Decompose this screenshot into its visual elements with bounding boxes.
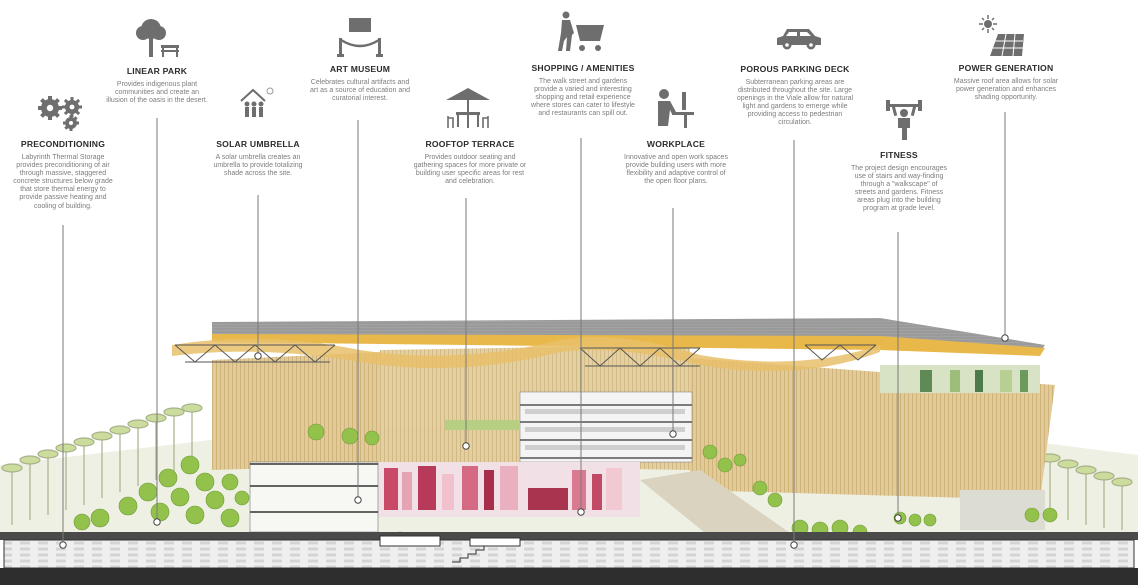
- desk-worker-icon: [658, 89, 694, 128]
- palm-trees-right: [1039, 453, 1133, 530]
- callout-title: ART MUSEUM: [329, 64, 391, 74]
- green-window-bands: [920, 370, 1028, 392]
- tree-bench-icon: [136, 19, 179, 57]
- callout-description: The walk street and gardens provide a va…: [531, 78, 635, 118]
- callout-description: Massive roof area allows for solar power…: [953, 78, 1059, 102]
- weightlifter-icon: [886, 100, 922, 140]
- callout-linear-park: LINEAR PARK Provides indigenous plant co…: [104, 66, 210, 105]
- leader-dot-parking: [790, 541, 798, 549]
- solar-umbrella-roof: [212, 318, 1045, 352]
- callout-rooftop-terrace: ROOFTOP TERRACE Provides outdoor seating…: [412, 139, 528, 186]
- roof-undulating-canopy: [172, 337, 880, 372]
- callout-preconditioning: PRECONDITIONING Labyrinth Thermal Storag…: [8, 139, 118, 211]
- terrace-green-strip: [445, 420, 520, 430]
- callout-title: POROUS PARKING DECK: [740, 64, 850, 74]
- callout-title: LINEAR PARK: [126, 66, 188, 76]
- callout-title: PRECONDITIONING: [20, 139, 106, 149]
- parking-openings: [379, 535, 521, 547]
- shade-people-icon: [240, 87, 274, 117]
- foundation: [0, 568, 1138, 585]
- stairs: [452, 545, 492, 563]
- callout-description: The project design encourages use of sta…: [850, 165, 948, 213]
- callout-shopping: SHOPPING / AMENITIES The walk street and…: [527, 63, 639, 118]
- leader-dot-preconditioning: [59, 541, 67, 549]
- walk-street: [640, 470, 800, 545]
- callout-description: Subterranean parking areas are distribut…: [736, 79, 854, 127]
- callout-fitness: FITNESS The project design encourages us…: [850, 150, 948, 214]
- callout-title: FITNESS: [880, 150, 918, 160]
- callout-title: SHOPPING / AMENITIES: [531, 63, 635, 73]
- leader-dot-rooftop-terrace: [462, 442, 470, 450]
- leader-dot-art-museum: [354, 496, 362, 504]
- callout-title: ROOFTOP TERRACE: [425, 139, 515, 149]
- callout-title: WORKPLACE: [646, 139, 706, 149]
- callout-art-museum: ART MUSEUM Celebrates cultural artifacts…: [308, 64, 412, 103]
- callout-description: Labyrinth Thermal Storage provides preco…: [13, 154, 113, 210]
- leader-dot-fitness: [894, 514, 902, 522]
- callout-description: A solar umbrella creates an umbrella to …: [213, 154, 303, 178]
- callout-title: SOLAR UMBRELLA: [216, 139, 300, 149]
- callout-workplace: WORKPLACE Innovative and open work space…: [622, 139, 730, 186]
- leader-dot-shopping: [577, 508, 585, 516]
- roof-trusses: [174, 344, 877, 367]
- ground-slab: [0, 532, 1138, 540]
- left-lower-floors: [249, 461, 379, 533]
- facade-left-mass: [212, 352, 380, 470]
- callout-description: Provides outdoor seating and gathering s…: [413, 154, 527, 186]
- callout-parking: POROUS PARKING DECK Subterranean parking…: [736, 64, 854, 128]
- umbrella-table-icon: [446, 88, 490, 128]
- museum-color-facade: [378, 462, 640, 517]
- callout-description: Provides indigenous plant communities an…: [106, 81, 208, 105]
- car-icon: [777, 29, 821, 50]
- callout-title: POWER GENERATION: [958, 63, 1054, 73]
- leader-dot-linear-park: [153, 518, 161, 526]
- facade-right-mass: [690, 358, 1055, 500]
- leader-dot-power: [1001, 334, 1009, 342]
- callout-description: Celebrates cultural artifacts and art as…: [309, 79, 410, 103]
- solar-panel-icon: [979, 15, 1024, 57]
- callout-solar-umbrella: SOLAR UMBRELLA A solar umbrella creates …: [206, 139, 310, 178]
- parking-deck: [3, 539, 1135, 569]
- gears-icon: [38, 96, 82, 131]
- callout-description: Innovative and open work spaces provide …: [624, 154, 728, 186]
- palm-trees-left: [1, 403, 203, 525]
- leader-dot-solar-umbrella: [254, 352, 262, 360]
- leader-dot-workplace: [669, 430, 677, 438]
- painting-rope-icon: [337, 18, 383, 57]
- callout-power: POWER GENERATION Massive roof area allow…: [948, 63, 1064, 102]
- shopping-cart-icon: [558, 11, 604, 51]
